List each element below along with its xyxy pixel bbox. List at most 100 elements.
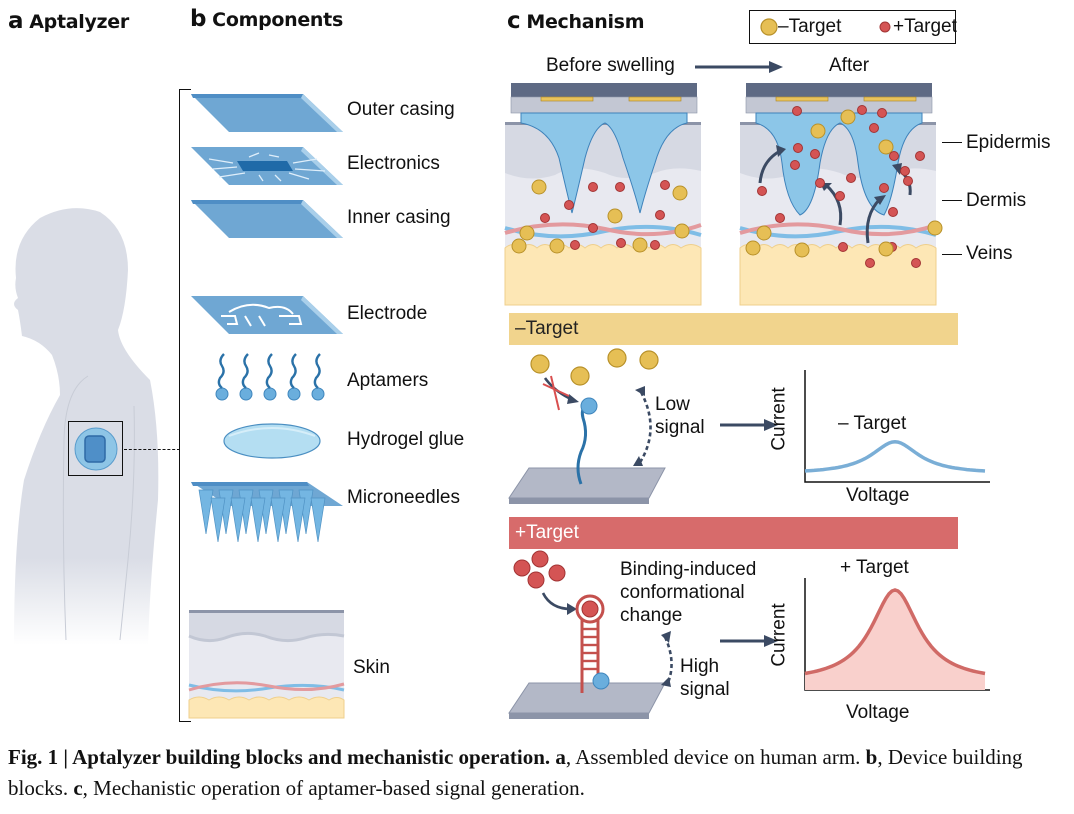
minus-target-legend-label: –Target (778, 16, 842, 37)
inner-casing-icon (191, 200, 343, 238)
plus-target-particle (650, 240, 660, 250)
minus-target-plot (804, 370, 990, 483)
components-bracket (179, 89, 191, 722)
plus-target-particle (879, 183, 889, 193)
component-label-electronics: Electronics (347, 153, 440, 174)
plus-plot-title: + Target (840, 557, 909, 578)
plus-plot-xlabel: Voltage (846, 702, 910, 723)
minus-target-particle (840, 109, 856, 125)
caption-fig-number: Fig. 1 | (8, 745, 73, 769)
plus-target-particle (615, 182, 625, 192)
component-label-microneedles: Microneedles (347, 487, 460, 508)
legend-box: –Target +Target (749, 10, 957, 44)
caption-title: Aptalyzer building blocks and mechanisti… (72, 745, 556, 769)
caption-b-text: , Device building blocks. (8, 745, 1023, 800)
before-after-arrow-icon (695, 61, 783, 73)
plus-target-band: +Target (509, 517, 958, 549)
panel-b-heading: Components (212, 9, 343, 31)
plus-target-particle (790, 160, 800, 170)
plus-target-particle (869, 123, 879, 133)
microneedle-cone (290, 497, 306, 543)
high-signal-label-line2: signal (680, 679, 730, 700)
plus-target-particle (540, 213, 550, 223)
after-swelling-illustration (739, 83, 943, 306)
dermis-pointer (942, 200, 962, 201)
plus-target-particle (564, 200, 574, 210)
bound-aptamer-illustration (508, 550, 673, 719)
plus-target-particle (810, 149, 820, 159)
plus-target-particle (865, 258, 875, 268)
component-label-outer-casing: Outer casing (347, 99, 455, 120)
minus-target-particle (632, 237, 648, 253)
minus-target-particle (672, 185, 688, 201)
caption-a-letter: a (555, 745, 566, 769)
plus-target-particle (877, 108, 887, 118)
minus-plot-title: – Target (838, 413, 907, 434)
plus-target-band-label: +Target (515, 522, 579, 543)
component-label-electrode: Electrode (347, 303, 428, 324)
minus-plot-xlabel: Voltage (846, 485, 910, 506)
electronics-icon (191, 147, 343, 185)
plus-result-arrow-icon (720, 635, 778, 647)
panel-c-letter: c (507, 8, 521, 34)
plus-target-particle (915, 151, 925, 161)
minus-target-particle (878, 241, 894, 257)
plus-target-particle (757, 186, 767, 196)
plus-target-legend-icon (879, 21, 891, 33)
signal-area (805, 590, 985, 690)
low-signal-label-line1: Low (655, 394, 690, 415)
plus-target-particle (900, 166, 910, 176)
epidermis-pointer (942, 142, 962, 143)
hydrogel-glue-icon (223, 423, 321, 459)
aptamers-icon (215, 353, 325, 401)
minus-target-particle (878, 139, 894, 155)
component-label-hydrogel-glue: Hydrogel glue (347, 429, 465, 450)
binding-label-line1: Binding-induced (620, 559, 757, 580)
minus-target-particle (810, 123, 826, 139)
device-connector-line (124, 449, 180, 450)
plus-target-particle (857, 105, 867, 115)
minus-target-legend-icon (760, 18, 778, 36)
plus-target-particle (838, 242, 848, 252)
binding-label-line2: conformational (620, 582, 745, 603)
plus-target-legend-label: +Target (893, 16, 957, 37)
plus-target-particle (889, 151, 899, 161)
minus-target-particle (549, 238, 565, 254)
signal-curve (804, 440, 986, 473)
minus-target-particle (519, 225, 535, 241)
minus-target-particle (927, 220, 943, 236)
minus-result-arrow-icon (720, 419, 778, 431)
plus-target-particle (570, 240, 580, 250)
minus-target-particle (607, 208, 623, 224)
before-swelling-label: Before swelling (546, 55, 675, 76)
high-signal-label-line1: High (680, 656, 720, 677)
plus-plot-ylabel: Current (768, 603, 790, 667)
human-silhouette (14, 208, 159, 645)
microneedle-cone (270, 497, 286, 543)
minus-target-particle (511, 238, 527, 254)
microneedle-cone (250, 497, 266, 543)
low-signal-label-line2: signal (655, 417, 705, 438)
unbound-aptamer-illustration (508, 348, 666, 504)
electrode-icon (191, 296, 343, 334)
plus-target-particle (835, 191, 845, 201)
device-highlight-box (68, 421, 123, 476)
figure-caption: Fig. 1 | Aptalyzer building blocks and m… (8, 742, 1068, 804)
minus-target-band-label: –Target (515, 318, 579, 339)
veins-label: Veins (966, 243, 1013, 264)
caption-a-text: , Assembled device on human arm. (565, 745, 866, 769)
plus-target-particle (792, 106, 802, 116)
signal-curve (804, 588, 986, 676)
component-label-skin: Skin (353, 657, 390, 678)
panel-a-heading: Aptalyzer (29, 11, 129, 33)
component-label-inner-casing: Inner casing (347, 207, 451, 228)
minus-target-band: –Target (509, 313, 958, 345)
plus-target-particle (660, 180, 670, 190)
plus-target-particle (911, 258, 921, 268)
veins-pointer (942, 254, 962, 255)
dermis-label: Dermis (966, 190, 1027, 211)
plus-target-particle (903, 176, 913, 186)
panel-a-letter: a (8, 8, 24, 34)
